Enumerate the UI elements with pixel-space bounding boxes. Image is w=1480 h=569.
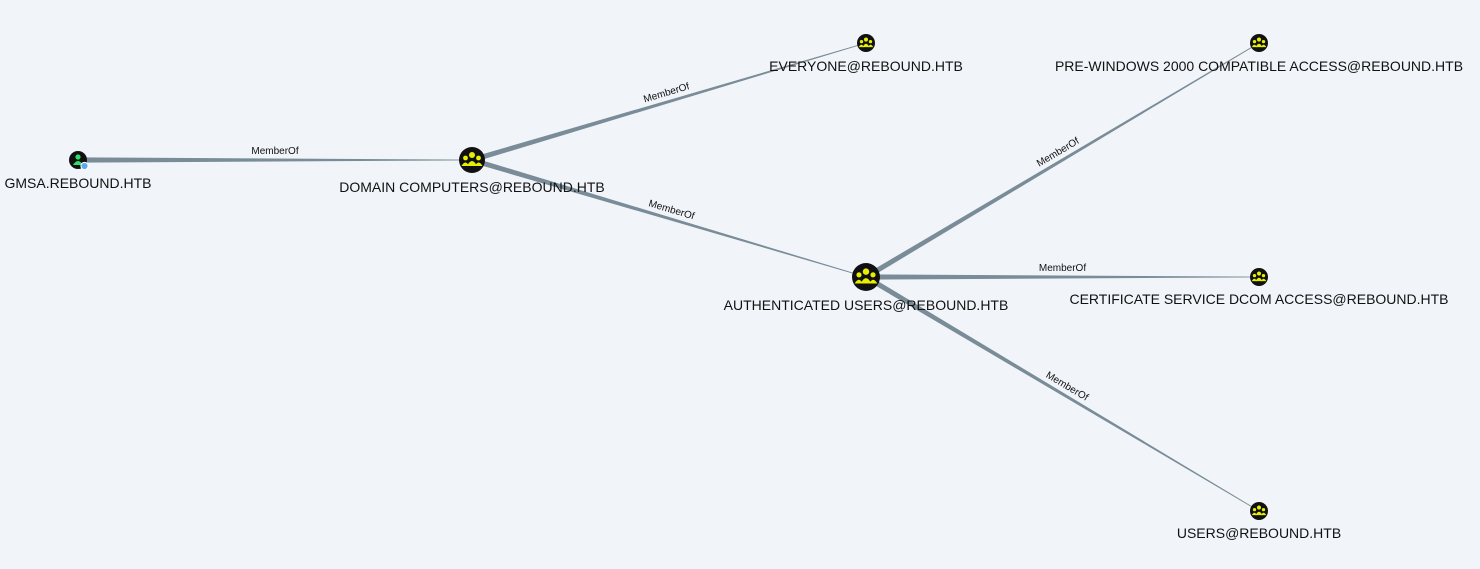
edge-domain_computers-authenticated_users[interactable]: MemberOf: [471, 157, 867, 278]
edge-line[interactable]: [471, 42, 867, 163]
edge-authenticated_users-pre_windows[interactable]: MemberOf: [864, 42, 1260, 280]
group-icon: [1251, 37, 1267, 48]
edges-layer: MemberOfMemberOfMemberOfMemberOfMemberOf…: [78, 42, 1260, 512]
node-label: PRE-WINDOWS 2000 COMPATIBLE ACCESS@REBOU…: [1055, 58, 1463, 74]
group-icon: [1251, 271, 1267, 282]
node-gmsa[interactable]: GMSA.REBOUND.HTB: [4, 151, 152, 191]
node-everyone[interactable]: EVERYONE@REBOUND.HTB: [769, 34, 963, 74]
node-circle[interactable]: [852, 263, 880, 291]
node-domain-computers[interactable]: DOMAIN COMPUTERS@REBOUND.HTB: [339, 147, 605, 195]
badge-icon: [80, 161, 89, 171]
node-cert-dcom[interactable]: CERTIFICATE SERVICE DCOM ACCESS@REBOUND.…: [1069, 268, 1449, 307]
group-icon: [461, 152, 483, 166]
node-circle[interactable]: [1250, 502, 1268, 520]
nodes-layer: GMSA.REBOUND.HTB DOMAIN COMPUTERS@REBOUND…: [4, 34, 1463, 541]
group-icon: [854, 268, 878, 284]
edge-line[interactable]: [471, 157, 867, 278]
node-pre-windows[interactable]: PRE-WINDOWS 2000 COMPATIBLE ACCESS@REBOU…: [1055, 34, 1463, 74]
node-label: CERTIFICATE SERVICE DCOM ACCESS@REBOUND.…: [1069, 291, 1448, 307]
node-authenticated-users[interactable]: AUTHENTICATED USERS@REBOUND.HTB: [724, 263, 1009, 313]
group-icon: [1251, 505, 1267, 516]
edge-line[interactable]: [864, 274, 1260, 512]
node-users[interactable]: USERS@REBOUND.HTB: [1177, 502, 1341, 541]
edge-gmsa-domain_computers[interactable]: MemberOf: [78, 146, 472, 163]
node-label: EVERYONE@REBOUND.HTB: [769, 58, 963, 74]
node-circle[interactable]: [459, 147, 485, 173]
group-icon: [858, 37, 874, 48]
node-circle[interactable]: [857, 34, 875, 52]
node-circle[interactable]: [1250, 268, 1268, 286]
edge-authenticated_users-cert_dcom[interactable]: MemberOf: [866, 263, 1259, 280]
node-label: AUTHENTICATED USERS@REBOUND.HTB: [724, 297, 1009, 313]
edge-line[interactable]: [866, 274, 1259, 280]
node-label: DOMAIN COMPUTERS@REBOUND.HTB: [339, 179, 604, 195]
edge-line[interactable]: [78, 157, 472, 163]
edge-line[interactable]: [864, 42, 1260, 280]
computer-icon: [73, 154, 83, 165]
node-label: GMSA.REBOUND.HTB: [4, 175, 151, 191]
node-label: USERS@REBOUND.HTB: [1177, 525, 1341, 541]
edge-label: MemberOf: [1039, 263, 1086, 274]
node-circle[interactable]: [1250, 34, 1268, 52]
edge-label: MemberOf: [251, 146, 298, 157]
